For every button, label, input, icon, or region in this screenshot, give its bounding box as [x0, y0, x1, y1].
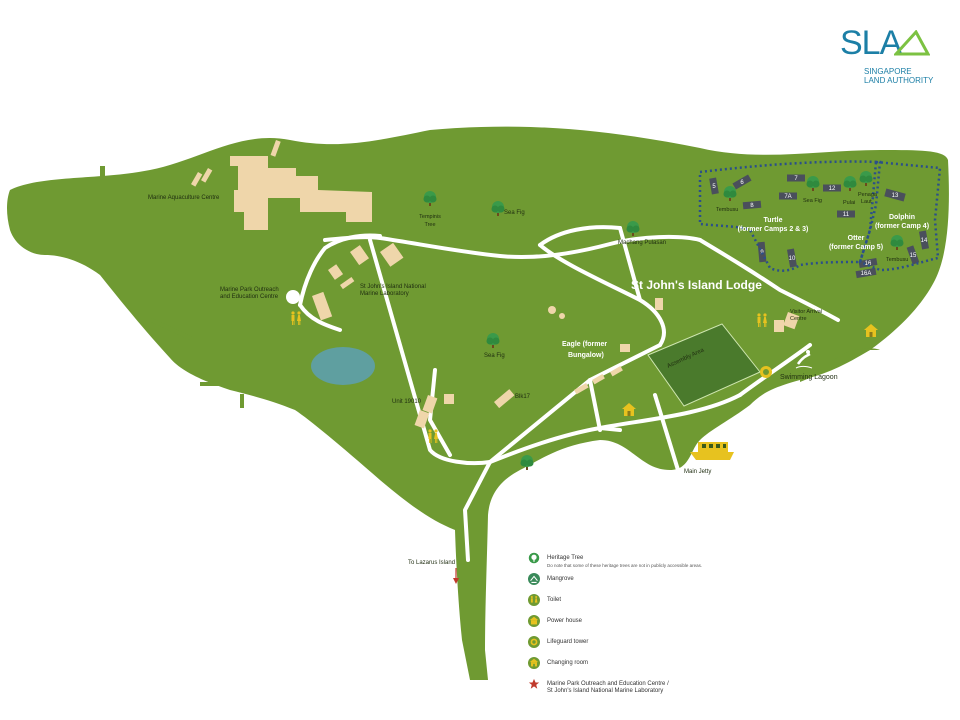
logo-mark: SLA	[840, 24, 902, 62]
hut-label: 16A	[861, 271, 872, 277]
label-marine-laboratory: Marine Laboratory	[360, 291, 409, 297]
hut-label: 5	[712, 184, 716, 190]
label-sea-fig: Sea Fig	[803, 198, 822, 204]
hut-label: 6	[740, 180, 744, 186]
label-dolphin-camp: Dolphin	[889, 214, 915, 221]
hut-label: 7	[794, 176, 798, 182]
swimmer-icon	[795, 350, 813, 369]
legend-label: Lifeguard tower	[547, 639, 589, 645]
label-dolphin-camp: (former Camp 4)	[875, 223, 929, 230]
legend-item-power-house: Power house	[528, 615, 728, 636]
label-outreach-centre: and Education Centre	[220, 294, 279, 300]
legend-note: Do note that some of these heritage tree…	[547, 563, 703, 568]
hut-label: 12	[829, 186, 836, 192]
hut-label: 7A	[784, 194, 791, 200]
label-penaga-laut: Penaga	[858, 192, 878, 198]
label-tempinis-tree: Tree	[424, 222, 435, 228]
legend-label: Toilet	[547, 597, 562, 603]
legend-label: Power house	[547, 618, 583, 624]
label-turtle-camp: Turtle	[764, 217, 783, 224]
road-network	[298, 225, 840, 562]
logo-line-2: LAND AUTHORITY	[864, 76, 934, 85]
toilet-icon	[528, 594, 540, 606]
label-marine-aquaculture-centre: Marine Aquaculture Centre	[148, 195, 220, 201]
legend-item-heritage-tree: Heritage Tree Do note that some of these…	[528, 552, 728, 573]
label-outreach-centre: Marine Park Outreach	[220, 287, 279, 293]
label-unit: Unit 19010	[392, 399, 422, 405]
label-tembusu: Tembusu	[716, 207, 738, 213]
legend-label: St John's Island National Marine Laborat…	[547, 688, 664, 694]
label-visitor-arrival-centre: Visitor Arrival	[790, 309, 822, 315]
logo-triangle-icon	[894, 30, 930, 56]
heritage-tree-icon	[528, 552, 540, 564]
legend-label: Mangrove	[547, 576, 574, 582]
hut-label: 14	[921, 238, 928, 244]
label-eagle: Eagle (former	[562, 341, 607, 348]
hut-label: 11	[843, 212, 850, 218]
map-legend: Heritage Tree Do note that some of these…	[528, 552, 728, 699]
hut-label: 16	[865, 261, 872, 267]
map-labels: Marine Aquaculture Centre Tempinis Tree …	[148, 192, 929, 566]
power-house-icon	[528, 615, 540, 627]
legend-label: Heritage Tree	[547, 555, 584, 561]
direction-arrow-icon	[453, 568, 459, 584]
legend-item-mangrove: Mangrove	[528, 573, 728, 594]
label-pulai: Pulai	[843, 200, 855, 206]
label-tembusu: Tembusu	[886, 257, 908, 263]
hut-label: 15	[910, 253, 917, 259]
logo-line-1: SINGAPORE	[864, 67, 912, 76]
lodge-title: St John's Island Lodge	[631, 278, 762, 292]
legend-label: Marine Park Outreach and Education Centr…	[547, 681, 669, 687]
label-sea-fig: Sea Fig	[484, 353, 505, 359]
pond	[311, 347, 375, 385]
buildings	[191, 140, 800, 429]
label-otter-camp: (former Camp 5)	[829, 244, 883, 251]
lifeguard-tower-icon	[760, 366, 772, 378]
hut-label: 13	[892, 193, 899, 199]
marine-lab-star-icon	[528, 678, 540, 689]
camp-boundaries	[698, 160, 942, 272]
legend-item-changing-room: Changing room	[528, 657, 728, 678]
label-blk17: Blk17	[515, 394, 531, 400]
legend-label: Changing room	[547, 660, 589, 666]
label-machang-pulasan: Machang Pulasan	[618, 240, 666, 246]
changing-room-icon	[528, 657, 540, 669]
legend-item-toilet: Toilet	[528, 594, 728, 615]
label-marine-laboratory: St John's Island National	[360, 284, 426, 290]
mangrove-icon	[528, 573, 540, 585]
label-main-jetty: Main Jetty	[684, 469, 711, 475]
label-sea-fig: Sea Fig	[504, 210, 525, 216]
legend-item-marine-lab: Marine Park Outreach and Education Centr…	[528, 678, 728, 699]
lifeguard-tower-icon	[528, 636, 540, 648]
sla-logo: SLA SINGAPORE LAND AUTHORITY	[840, 24, 940, 94]
label-eagle: Bungalow)	[568, 352, 604, 359]
label-otter-camp: Otter	[848, 235, 865, 242]
hut-label: 10	[789, 256, 796, 262]
facility-icons	[291, 311, 878, 584]
label-tempinis-tree: Tempinis	[419, 214, 441, 220]
legend-item-lifeguard-tower: Lifeguard tower	[528, 636, 728, 657]
label-turtle-camp: (former Camps 2 & 3)	[738, 226, 809, 233]
camp-huts: 5 6 8 7 7A 12 13 11 14 9 10 15 16 16A	[709, 174, 930, 279]
island-landmass	[7, 126, 949, 681]
ferry-icon	[690, 442, 734, 460]
label-to-lazarus-island: To Lazarus Island	[408, 560, 455, 566]
logo-text: SINGAPORE LAND AUTHORITY	[864, 67, 940, 85]
label-visitor-arrival-centre: Centre	[790, 316, 807, 322]
hut-label: 8	[750, 203, 755, 209]
label-swimming-lagoon: Swimming Lagoon	[780, 374, 838, 381]
label-penaga-laut: Laut	[861, 199, 872, 205]
